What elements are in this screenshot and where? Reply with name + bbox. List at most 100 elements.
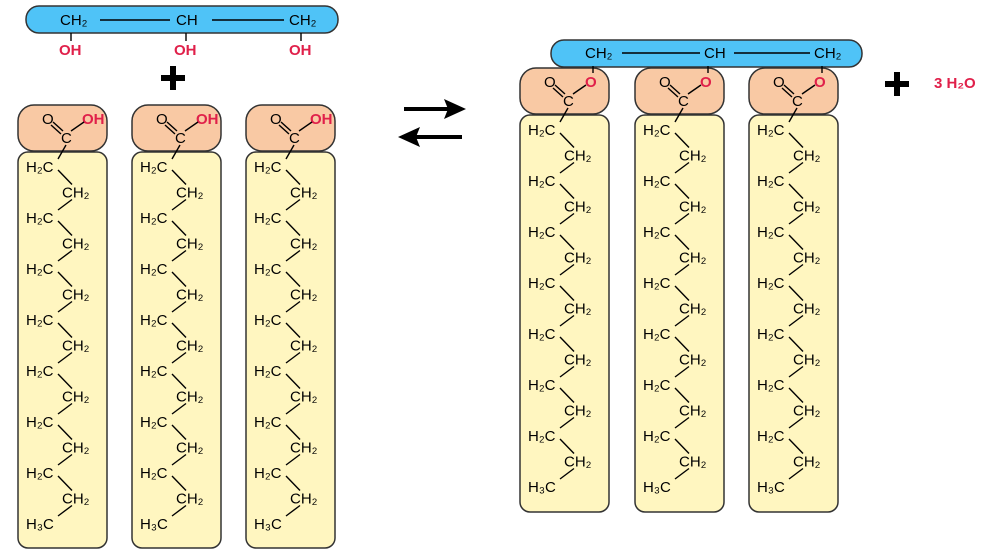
bond [285,300,301,313]
methylene-right: CH₂ [176,236,204,253]
methylene-right: CH₂ [62,287,90,304]
bond [788,212,804,225]
bond [171,144,181,160]
methylene-left: H₂C [26,159,54,176]
reverse-arrowhead [398,127,420,147]
bond [285,220,301,236]
bond [285,475,301,491]
fatty-acid-1: OCOHH₂CCH₂H₂CCH₂H₂CCH₂H₂CCH₂H₂CCH₂H₂CCH₂… [17,104,108,549]
bond [669,84,681,95]
bond [801,84,816,95]
bond [278,124,290,135]
bond [57,169,73,185]
carbonyl-oxygen: O [659,74,671,91]
bond [298,121,313,132]
bond [559,183,575,199]
ester-chain-2: OCOH₂CCH₂H₂CCH₂H₂CCH₂H₂CCH₂H₂CCH₂H₂CCH₂H… [634,66,725,513]
methylene-right: CH₂ [176,287,204,304]
bond [674,263,690,276]
bond [674,365,690,378]
bond [667,87,679,98]
bond [674,161,690,174]
methylene-left: H₂C [26,414,54,431]
plus-sign-right: + [0,0,909,96]
bond [674,336,690,352]
bond [70,121,85,132]
bond [674,234,690,250]
bond [559,467,575,480]
carbonyl-carbon: C [289,130,300,147]
plus-sign-left-label: + [0,0,1,1]
methylene-left: H₂C [140,363,168,380]
bond [781,87,793,98]
acid-hydroxyl: OH [310,111,333,128]
methylene-left: H₂C [528,173,556,190]
methylene-left: H₂C [26,261,54,278]
bond [171,198,187,211]
bond [50,124,62,135]
ester-oxygen: O [585,74,597,91]
bond [57,402,73,415]
methylene-left: H₂C [757,377,785,394]
fatty-acids: OCOHH₂CCH₂H₂CCH₂H₂CCH₂H₂CCH₂H₂CCH₂H₂CCH₂… [17,104,336,549]
bond [788,438,804,454]
equilibrium-arrows [398,99,466,147]
methylene-right: CH₂ [290,440,318,457]
bond [559,314,575,327]
methylene-left: H₂C [26,465,54,482]
bond [171,249,187,262]
bond [788,234,804,250]
methylene-left: H₂C [254,465,282,482]
plus-sign-right-label: + [0,0,1,1]
bond [285,322,301,338]
bond [57,453,73,466]
methylene-right: CH₂ [793,250,821,267]
methylene-right: CH₂ [679,148,707,165]
carbonyl-oxygen: O [773,74,785,91]
bond [285,144,295,160]
methylene-left: H₂C [140,414,168,431]
glycerol-molecule: CH₂ CH CH₂ OH OH OH [25,5,339,59]
methylene-left: H₂C [643,326,671,343]
bond [572,84,587,95]
glycerol-hydroxyl-3: OH [289,42,312,59]
methylene-right: CH₂ [679,352,707,369]
methylene-left: H₂C [254,312,282,329]
bond [57,249,73,262]
bond [788,285,804,301]
bond [559,132,575,148]
methylene-right: CH₂ [62,236,90,253]
methylene-right: CH₂ [679,454,707,471]
methylene-right: CH₂ [679,403,707,420]
methylene-left: H₂C [757,173,785,190]
bond [788,387,804,403]
methylene-right: CH₂ [176,389,204,406]
methylene-right: CH₂ [290,338,318,355]
methylene-left: H₂C [140,465,168,482]
methylene-right: CH₂ [564,148,592,165]
methylene-right: CH₂ [62,338,90,355]
carbonyl-oxygen: O [270,111,282,128]
bond [57,504,73,517]
methylene-left: H₂C [528,326,556,343]
bond [285,402,301,415]
carbonyl-oxygen: O [156,111,168,128]
bond [674,132,690,148]
methylene-left: H₂C [140,210,168,227]
methylene-left: H₂C [757,122,785,139]
methylene-left: H₂C [757,275,785,292]
bond [674,438,690,454]
fatty-acid-3: OCOHH₂CCH₂H₂CCH₂H₂CCH₂H₂CCH₂H₂CCH₂H₂CCH₂… [245,104,336,549]
methylene-left: H₂C [757,428,785,445]
methylene-left: H₂C [254,363,282,380]
methylene-right: CH₂ [793,454,821,471]
bond [788,365,804,378]
methylene-right: CH₂ [793,301,821,318]
carbonyl-carbon: C [678,93,689,110]
methylene-right: CH₂ [564,454,592,471]
bond [285,373,301,389]
bond [171,453,187,466]
triglyceride-carbon-1: CH₂ [585,45,613,62]
methylene-left: H₂C [140,261,168,278]
